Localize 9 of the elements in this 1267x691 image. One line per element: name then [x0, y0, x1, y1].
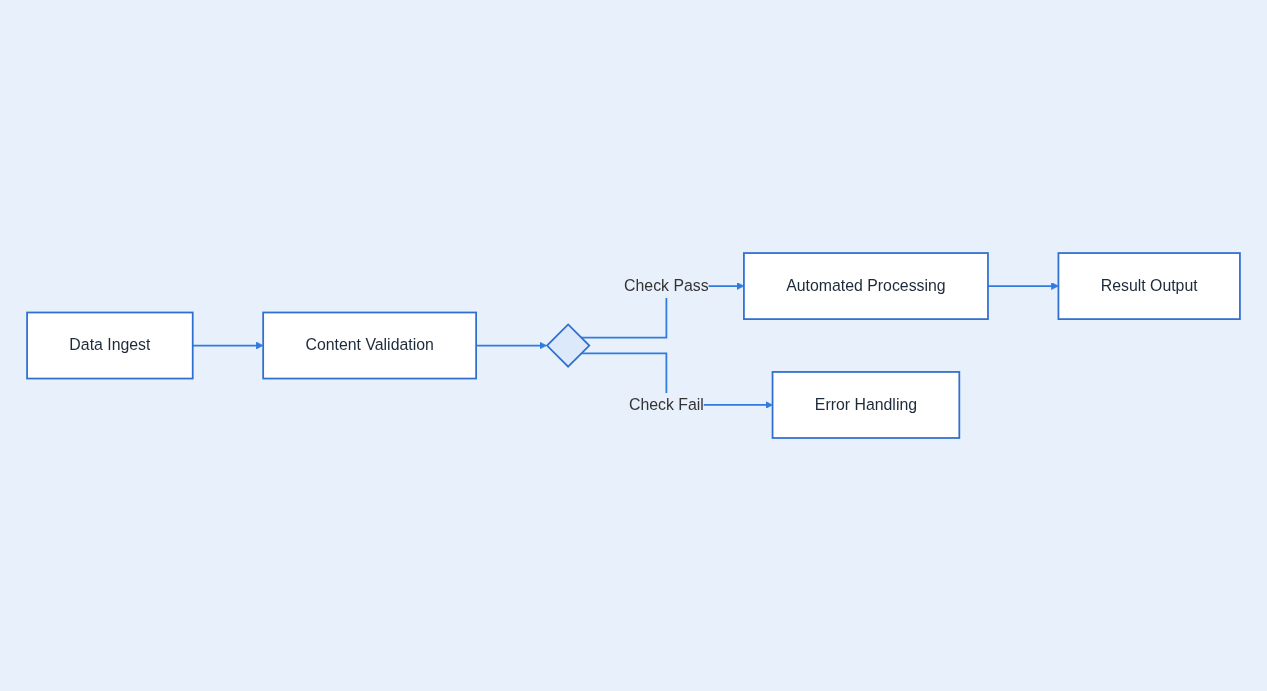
- node-diamond: [545, 323, 591, 368]
- node-box: Result Output: [1057, 252, 1241, 320]
- edge-label: Check Pass: [624, 276, 709, 295]
- node-box: Automated Processing: [743, 252, 989, 320]
- arrow: [987, 282, 1059, 290]
- node-box: Error Handling: [771, 371, 961, 439]
- node-box: Content Validation: [262, 311, 477, 380]
- edge-label: Check Fail: [628, 395, 704, 414]
- node-box: Data Ingest: [26, 311, 194, 380]
